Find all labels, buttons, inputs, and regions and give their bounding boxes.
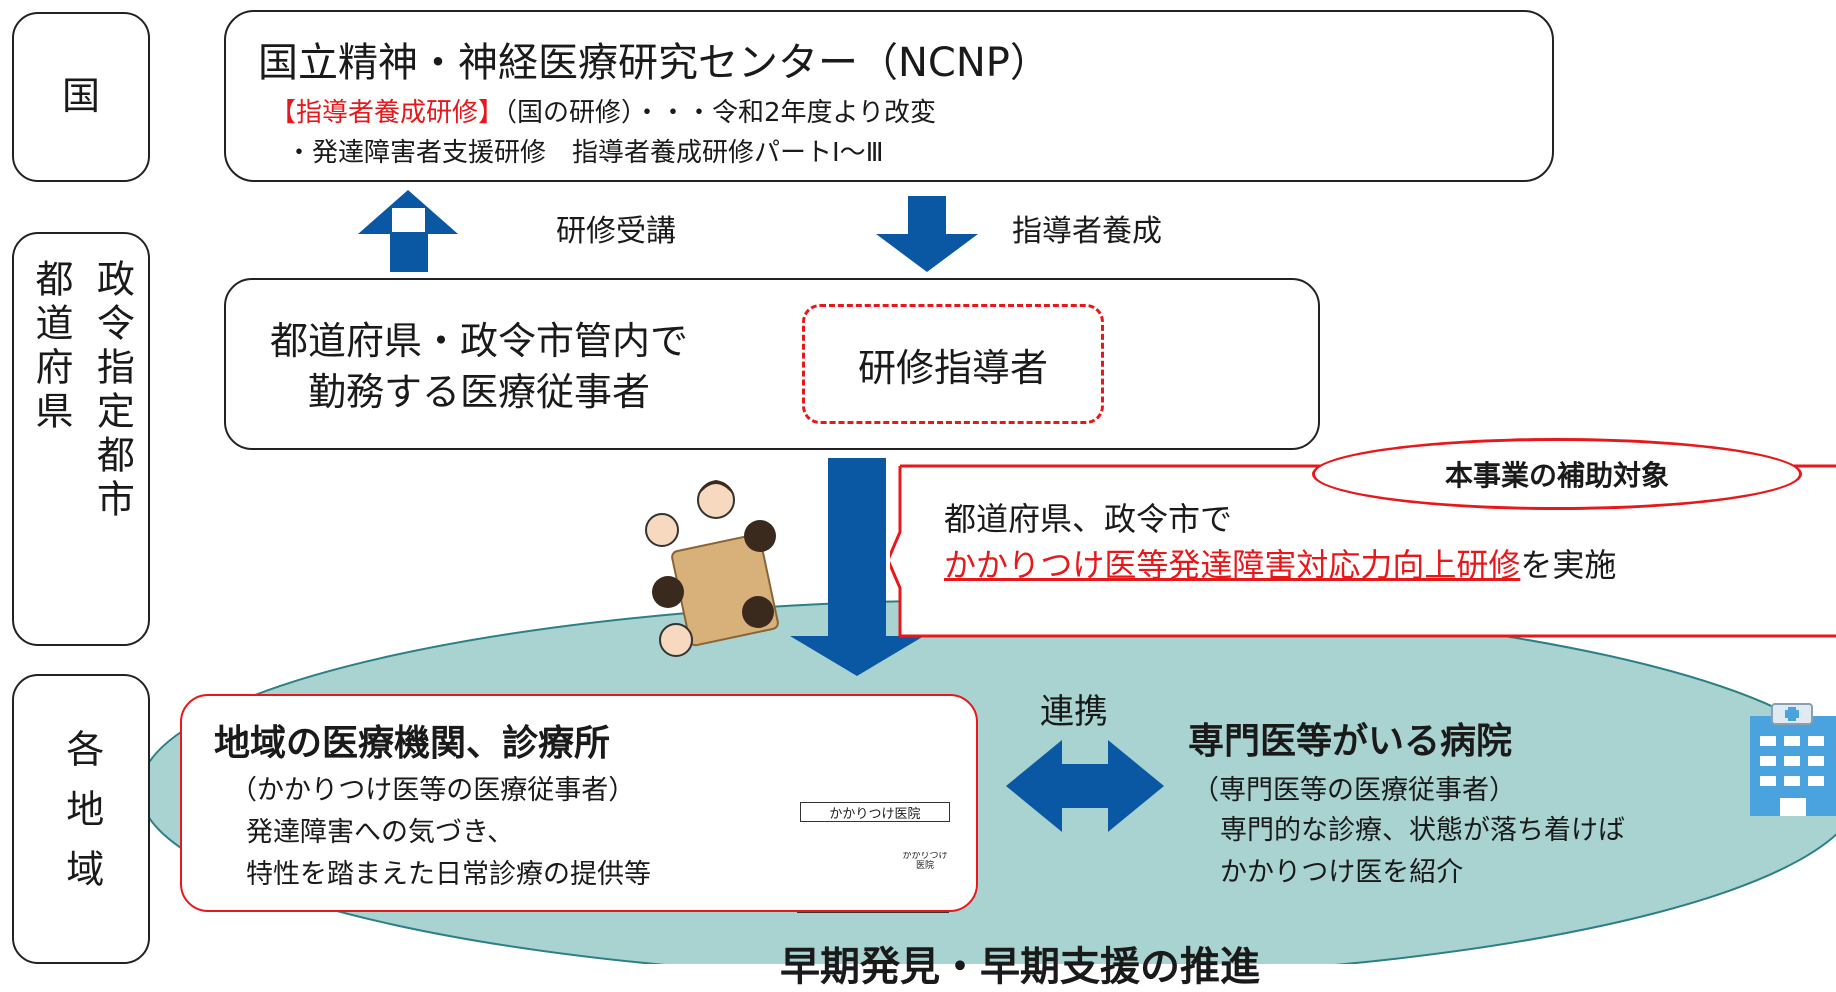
subsidy-badge-label: 本事業の補助対象 xyxy=(1444,459,1669,492)
level-national-label: 国 xyxy=(61,74,100,119)
local-clinic-title: 地域の医療機関、診療所 xyxy=(214,723,611,764)
prefecture-staff-line1: 都道府県・政令市管内で xyxy=(270,319,689,363)
collaboration-label: 連携 xyxy=(1040,692,1108,732)
down-arrow xyxy=(876,234,978,272)
local-clinic-line2: 特性を踏まえた日常診療の提供等 xyxy=(246,859,651,890)
level-city-label: 政令指定都市 xyxy=(90,259,135,523)
specialist-title: 専門医等がいる病院 xyxy=(1188,721,1513,762)
local-clinic-subtitle: （かかりつけ医等の医療従事者） xyxy=(230,775,636,806)
down-arrow-shaft xyxy=(908,196,946,236)
specialist-line1: 専門的な診療、状態が落ち着けば xyxy=(1220,815,1625,846)
double-arrow xyxy=(1006,740,1164,832)
subsidy-line2: かかりつけ医等発達障害対応力向上研修を実施 xyxy=(944,540,1616,586)
clinic-door-sign: かかりつけ医院 xyxy=(902,852,948,871)
subsidy-line1: 都道府県、政令市で xyxy=(944,500,1233,538)
hospital-icon xyxy=(1750,703,1836,816)
meeting-illustration xyxy=(645,480,779,657)
local-clinic-line1: 発達障害への気づき、 xyxy=(246,817,515,848)
level-national: 国 xyxy=(12,12,150,182)
prefecture-staff-line2: 勤務する医療従事者 xyxy=(308,370,651,415)
ncnp-title: 国立精神・神経医療研究センター（NCNP） xyxy=(258,40,1050,86)
ncnp-program-detail: ・発達障害者支援研修 指導者養成研修パートⅠ～Ⅲ xyxy=(286,138,884,168)
up-arrow xyxy=(358,190,458,234)
up-arrow-shaft xyxy=(390,232,428,272)
big-down-arrow-shaft xyxy=(828,458,886,638)
level-regional: 各地域 xyxy=(12,674,150,964)
specialist-subtitle: （専門医等の医療従事者） xyxy=(1192,775,1516,806)
level-prefecture: 都道府県 政令指定都市 xyxy=(12,232,150,646)
arrow-up-label: 研修受講 xyxy=(556,214,676,249)
subsidy-training-link[interactable]: かかりつけ医等発達障害対応力向上研修 xyxy=(944,546,1521,584)
ncnp-program-note: （国の研修）・・・令和2年度より改変 xyxy=(504,98,937,128)
instructor-box: 研修指導者 xyxy=(802,304,1104,424)
instructor-label: 研修指導者 xyxy=(857,345,1048,390)
subsidy-line2-suffix: を実施 xyxy=(1520,546,1617,584)
big-down-arrow-head xyxy=(790,636,924,676)
arrow-down-label: 指導者養成 xyxy=(1012,214,1162,249)
footer-goal: 早期発見・早期支援の推進 xyxy=(780,944,1260,990)
local-clinic-box: 地域の医療機関、診療所 （かかりつけ医等の医療従事者） 発達障害への気づき、 特… xyxy=(180,694,978,912)
ncnp-program-tag: 【指導者養成研修】 xyxy=(270,98,505,128)
subsidy-badge: 本事業の補助対象 xyxy=(1312,438,1802,510)
ncnp-program-line: 【指導者養成研修】（国の研修）・・・令和2年度より改変 xyxy=(270,92,936,129)
prefecture-staff-text: 都道府県・政令市管内で 勤務する医療従事者 xyxy=(270,316,688,419)
level-regional-label: 各地域 xyxy=(59,729,104,909)
specialist-line2: かかりつけ医を紹介 xyxy=(1220,857,1464,888)
prefecture-box: 都道府県・政令市管内で 勤務する医療従事者 研修指導者 xyxy=(224,278,1320,450)
level-prefecture-label: 都道府県 xyxy=(29,259,73,435)
clinic-sign: かかりつけ医院 xyxy=(800,802,950,822)
ncnp-box: 国立精神・神経医療研究センター（NCNP） 【指導者養成研修】（国の研修）・・・… xyxy=(224,10,1554,182)
